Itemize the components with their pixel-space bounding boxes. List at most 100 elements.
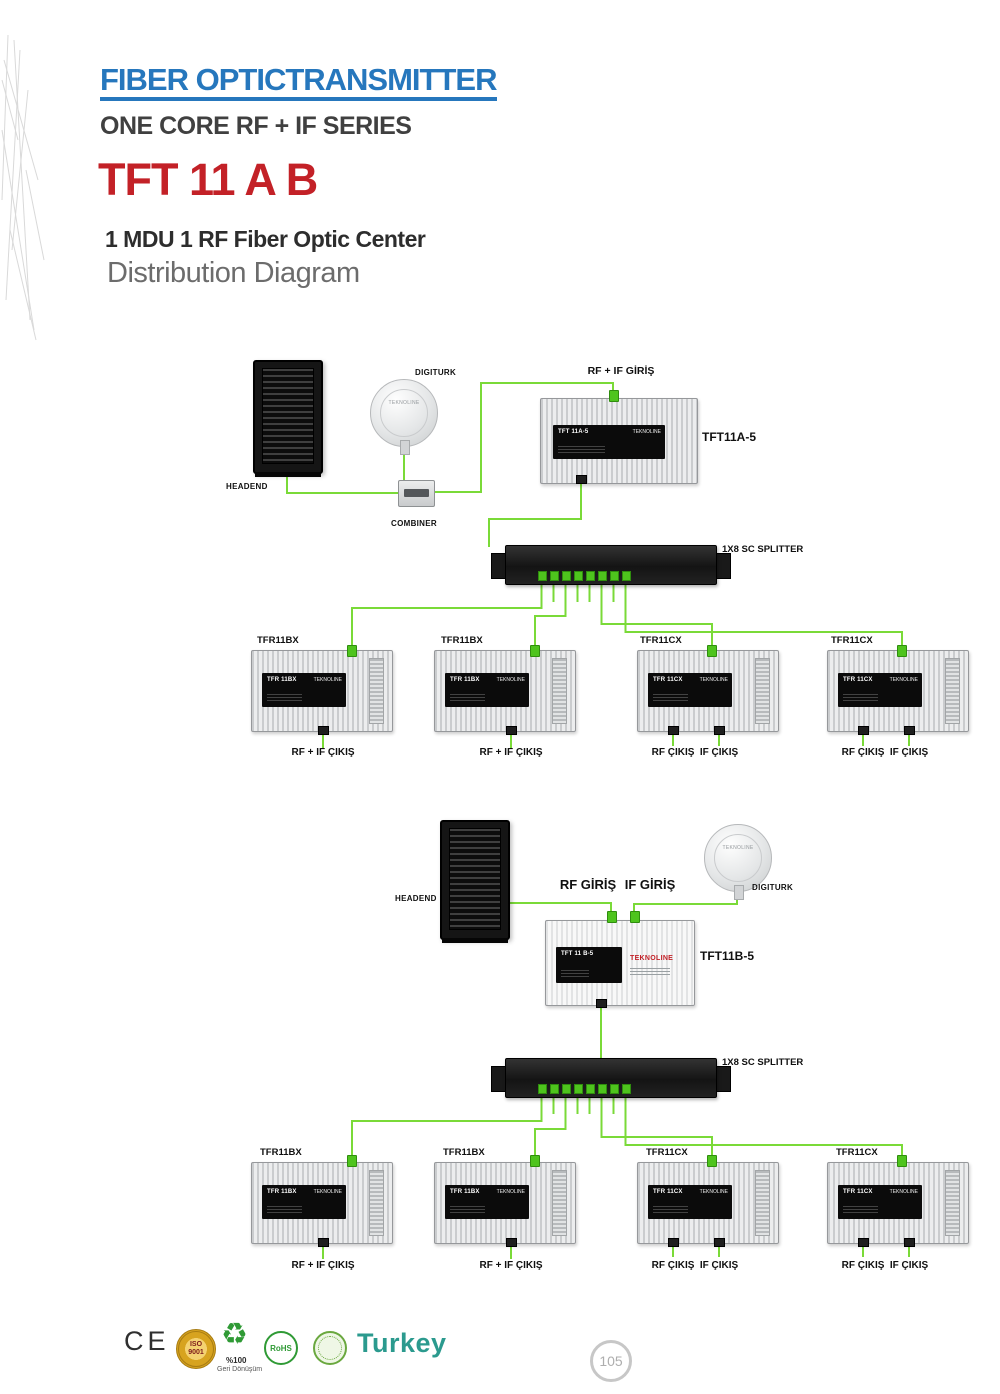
output-port: [596, 999, 607, 1008]
plate-spec-lines: [653, 694, 689, 703]
output-port: [714, 1238, 725, 1247]
splitter-port: [574, 1084, 583, 1094]
transmitter-device: TFT 11A-5 TEKNOLINE: [540, 398, 698, 484]
plate-spec-lines: [561, 970, 589, 979]
output-port: [506, 1238, 517, 1247]
rf-input-label: RF GİRİŞ: [559, 877, 617, 892]
dish-feed-arm: [400, 440, 410, 455]
if-input-label: IF GİRİŞ: [624, 877, 676, 892]
receiver-device: TFR 11BX TEKNOLINE: [434, 650, 576, 732]
combiner-label: COMBINER: [391, 519, 437, 528]
headend-rack: [440, 820, 510, 943]
dish-label: DIGITURK: [415, 368, 457, 377]
output-port: [318, 1238, 329, 1247]
receiver-model-text: TFR 11CX: [653, 677, 683, 683]
eco-wreath-badge-icon: [313, 1331, 347, 1365]
brand-logo-text: TEKNOLINE: [313, 1189, 342, 1195]
output-label: RF ÇIKIŞ: [841, 1260, 885, 1271]
splitter-port: [574, 571, 583, 581]
plate-spec-lines: [450, 694, 486, 703]
plate-spec-lines: [653, 1206, 689, 1215]
satellite-dish: TEKNOLINE: [370, 379, 438, 455]
series-subtitle: ONE CORE RF + IF SERIES: [100, 112, 412, 140]
receiver-device: TFR 11BX TEKNOLINE: [434, 1162, 576, 1244]
rack-base: [442, 938, 508, 943]
fiber-connector-icon: [897, 1155, 907, 1167]
brand-logo-text: TEKNOLINE: [889, 677, 918, 683]
splitter-label: 1X8 SC SPLITTER: [722, 544, 804, 555]
splitter-port: [586, 571, 595, 581]
receiver-label: TFR11CX: [836, 1147, 878, 1158]
receiver-model-text: TFR 11CX: [843, 1189, 873, 1195]
model-description: 1 MDU 1 RF Fiber Optic Center: [105, 226, 426, 252]
brand-logo-text: TEKNOLINE: [630, 955, 674, 962]
receiver-device: TFR 11CX TEKNOLINE: [827, 1162, 969, 1244]
receiver-front-plate: TFR 11CX TEKNOLINE: [838, 1185, 922, 1219]
receiver-front-plate: TFR 11CX TEKNOLINE: [838, 673, 922, 707]
page-title: FIBER OPTICTRANSMITTER: [100, 64, 497, 101]
ce-mark-icon: CE: [124, 1326, 170, 1356]
output-port: [904, 726, 915, 735]
receiver-model-text: TFR 11CX: [653, 1189, 683, 1195]
splitter-port: [562, 571, 571, 581]
receiver-model-text: TFR 11BX: [267, 1189, 297, 1195]
dish-ring: [380, 389, 428, 437]
splitter-port: [610, 1084, 619, 1094]
splitter-port: [562, 1084, 571, 1094]
output-label: RF + IF ÇIKIŞ: [479, 1260, 543, 1271]
splitter-port: [598, 571, 607, 581]
fiber-connector-icon: [609, 390, 619, 402]
fiber-connector-icon: [530, 645, 540, 657]
splitter-port: [550, 1084, 559, 1094]
receiver-device: TFR 11CX TEKNOLINE: [637, 650, 779, 732]
dish-label: DIGITURK: [752, 883, 794, 892]
headend-rack: [253, 360, 323, 477]
output-label: IF ÇIKIŞ: [889, 747, 929, 758]
brand-logo-text: TEKNOLINE: [699, 677, 728, 683]
recycle-percent: %100: [226, 1356, 247, 1365]
headend-label: HEADEND: [226, 482, 268, 491]
receiver-label: TFR11BX: [260, 1147, 302, 1158]
brand-logo-text: TEKNOLINE: [313, 677, 342, 683]
transmitter-model-text: TFT 11A-5: [558, 429, 589, 435]
splitter-port: [622, 1084, 631, 1094]
heatsink: [945, 1170, 960, 1236]
recycle-icon: ♻: [221, 1318, 248, 1351]
model-name: TFT 11 A B: [98, 154, 318, 205]
brand-logo-text: TEKNOLINE: [889, 1189, 918, 1195]
heatsink: [552, 658, 567, 724]
splitter-device: [505, 545, 717, 585]
iso-text-top: ISO: [189, 1341, 203, 1349]
receiver-model-text: TFR 11BX: [450, 677, 480, 683]
receiver-label: TFR11BX: [257, 635, 299, 646]
output-port: [858, 1238, 869, 1247]
output-label: RF + IF ÇIKIŞ: [291, 1260, 355, 1271]
iso9001-badge-icon: ISO 9001: [176, 1329, 216, 1369]
plate-spec-lines: [450, 1206, 486, 1215]
output-label: RF + IF ÇIKIŞ: [291, 747, 355, 758]
output-label: IF ÇIKIŞ: [889, 1260, 929, 1271]
output-port: [318, 726, 329, 735]
output-label: RF + IF ÇIKIŞ: [479, 747, 543, 758]
output-label: IF ÇIKIŞ: [699, 1260, 739, 1271]
receiver-model-text: TFR 11BX: [267, 677, 297, 683]
heatsink: [755, 1170, 770, 1236]
recycle-caption: Geri Dönüşüm: [217, 1366, 263, 1373]
rack-modules: [449, 828, 501, 930]
output-label: RF ÇIKIŞ: [651, 1260, 695, 1271]
heatsink: [552, 1170, 567, 1236]
receiver-label: TFR11CX: [831, 635, 873, 646]
dish-ring: [714, 834, 762, 882]
satellite-dish: TEKNOLINE: [704, 824, 772, 900]
receiver-device: TFR 11BX TEKNOLINE: [251, 1162, 393, 1244]
decorative-sketch: [1, 34, 45, 341]
receiver-front-plate: TFR 11BX TEKNOLINE: [262, 673, 346, 707]
output-port: [576, 475, 587, 484]
output-port: [668, 726, 679, 735]
rack-modules: [262, 368, 314, 464]
receiver-front-plate: TFR 11BX TEKNOLINE: [445, 673, 529, 707]
receiver-front-plate: TFR 11CX TEKNOLINE: [648, 673, 732, 707]
output-port: [858, 726, 869, 735]
transmitter-front-plate: TFT 11A-5 TEKNOLINE: [553, 425, 665, 459]
fiber-connector-icon: [707, 1155, 717, 1167]
